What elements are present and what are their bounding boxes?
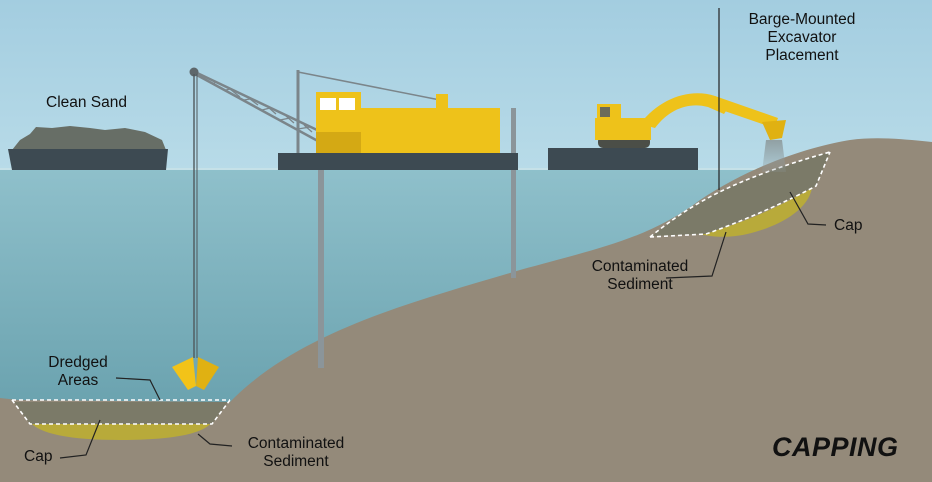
contaminated-right-line1: Contaminated	[591, 258, 689, 275]
clamshell-bucket	[172, 357, 219, 390]
dredged-areas-label: Dredged Areas	[30, 354, 126, 390]
cap-right-label: Cap	[834, 217, 863, 234]
cab-window-right	[339, 98, 355, 110]
excavator-bucket	[762, 120, 786, 140]
clean-sand-barge	[8, 149, 168, 170]
cap-right-leader	[789, 191, 827, 226]
contaminated-right-line2: Sediment	[607, 276, 673, 293]
excavator-body	[595, 118, 651, 140]
contaminated-left-line2: Sediment	[263, 453, 329, 470]
spud-pole-right	[511, 108, 516, 278]
crane-boom-lattice	[211, 82, 331, 142]
cap-outline-right	[649, 151, 831, 238]
dredged-outline-left	[11, 399, 231, 425]
barge-excavator-line3: Placement	[765, 47, 839, 64]
dredged-areas-leader	[115, 377, 161, 401]
crane-barge	[189, 67, 518, 368]
crane-house	[360, 108, 500, 154]
contaminated-left-line1: Contaminated	[247, 435, 345, 452]
cap-left-label: Cap	[24, 448, 53, 465]
crane-stay	[297, 71, 441, 101]
crane-barge-hull	[278, 153, 518, 170]
clamshell-left-jaw	[172, 357, 196, 390]
excavator-barge-hull	[548, 148, 698, 170]
contaminated-left-label: Contaminated Sediment	[232, 435, 360, 471]
contaminated-right-label: Contaminated Sediment	[576, 258, 704, 294]
contaminated-left-leader	[197, 433, 233, 447]
excavator-cab-window	[600, 107, 610, 117]
dredged-areas-line1: Dredged	[48, 354, 108, 371]
clean-sand-label: Clean Sand	[46, 94, 128, 111]
excavator-arm	[710, 96, 778, 128]
crane-base	[316, 132, 361, 154]
clean-sand-pile	[12, 126, 166, 150]
crane-boom-bottom	[194, 72, 339, 154]
cab-window-left	[320, 98, 336, 110]
contaminated-right-leader	[665, 231, 727, 279]
contaminated-sediment-left	[30, 422, 212, 440]
clamshell-right-jaw	[196, 357, 219, 390]
cap-right	[652, 152, 830, 236]
diagram-title: CAPPING	[772, 432, 899, 462]
barge-excavator-line1: Barge-Mounted	[748, 11, 856, 28]
cap-left-leader	[59, 419, 101, 459]
spud-pole-left	[318, 150, 324, 368]
cap-left	[14, 402, 228, 424]
crane-house-stack	[436, 94, 448, 110]
excavator-boom	[640, 93, 730, 128]
dredged-areas-line2: Areas	[57, 372, 99, 389]
excavator-barge	[548, 93, 786, 172]
sand-plume	[762, 140, 786, 172]
barge-excavator-line2: Excavator	[767, 29, 837, 46]
barge-excavator-label: Barge-Mounted Excavator Placement	[722, 11, 882, 65]
boom-tip-sheave	[189, 67, 199, 77]
